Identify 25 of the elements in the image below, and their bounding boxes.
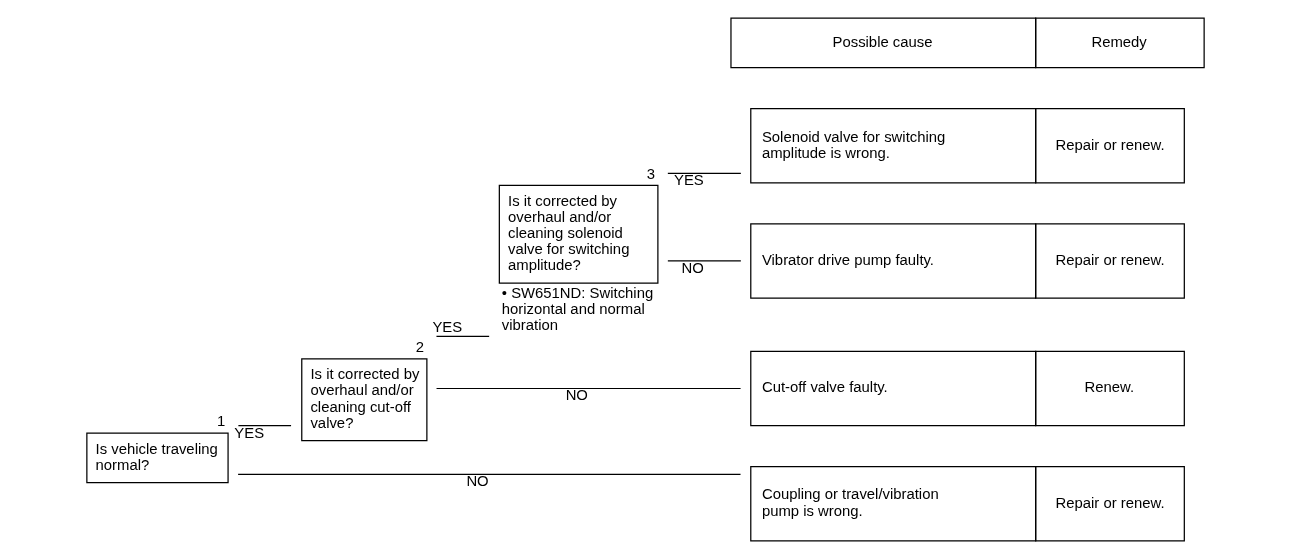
node-box: Is it corrected by overhaul and/or cleaning cut-off valve? — [301, 358, 428, 442]
connector — [237, 473, 742, 475]
node-label: Repair or renew. — [1055, 494, 1165, 511]
edge-label: NO — [466, 473, 489, 490]
connector — [667, 260, 742, 262]
edge-label: NO — [681, 259, 704, 276]
edge-label: NO — [565, 387, 588, 404]
label: Possible cause — [832, 33, 933, 50]
node-label: Renew. — [1084, 379, 1135, 396]
connector — [667, 172, 742, 174]
edge-label: YES — [432, 319, 463, 336]
connector — [435, 387, 742, 390]
node-box: Is vehicle traveling normal? — [86, 432, 229, 484]
label: Remedy — [1091, 33, 1147, 50]
edge-label: YES — [234, 424, 265, 441]
node-label: Repair or renew. — [1055, 136, 1165, 153]
node-label: • SW651ND: Switching horizontal and normal vibration — [501, 284, 654, 333]
node-label: 1 — [216, 413, 226, 430]
node-label: Repair or renew. — [1055, 251, 1165, 268]
node-box: Is it corrected by overhaul and/or cleaning solenoid valve for switching amplitude? — [498, 184, 659, 284]
connector — [237, 425, 292, 427]
connector — [435, 335, 490, 338]
edge-label: YES — [674, 172, 704, 189]
node-label: 3 — [646, 165, 655, 182]
node-label: 2 — [415, 339, 424, 356]
